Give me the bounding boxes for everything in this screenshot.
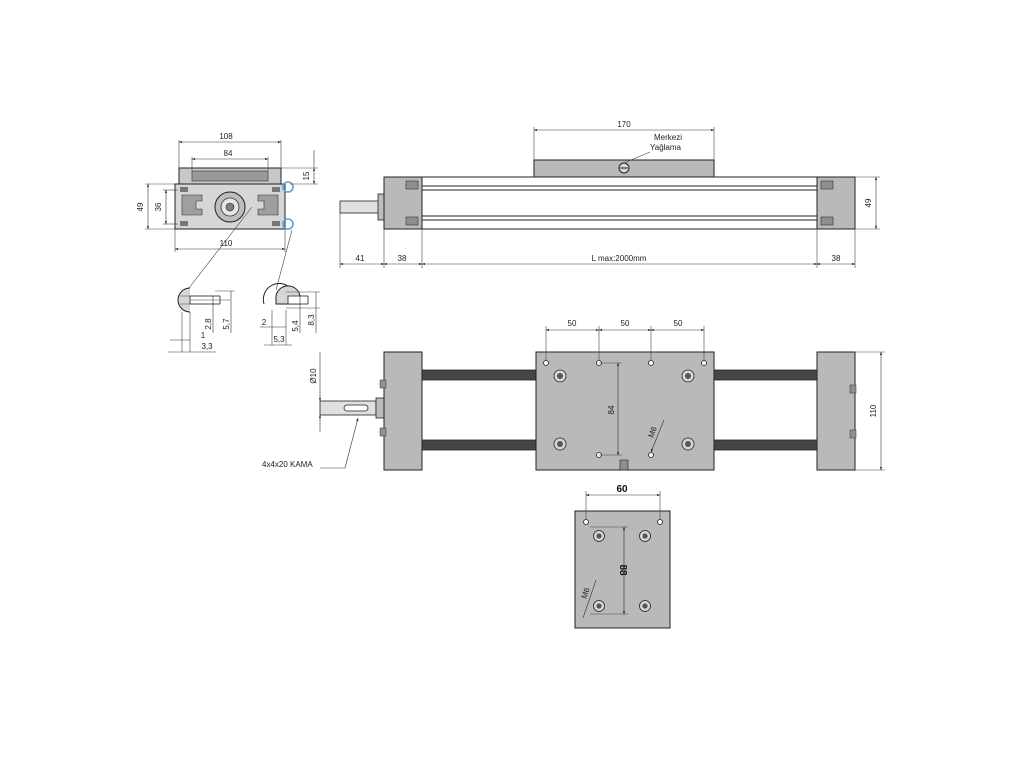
end-view-dim-49: 49	[136, 202, 145, 211]
lubrication-label-line2: Yağlama	[650, 143, 682, 152]
detail-right-2: 2	[262, 318, 267, 327]
detail-left: 2,8 5,7 1 3,3	[168, 287, 235, 353]
side-view-dim-38-right: 38	[832, 254, 841, 263]
plate-view: 60 88 M6	[574, 484, 671, 629]
end-view-dim-36: 36	[154, 202, 163, 211]
end-view-dim-84: 84	[224, 149, 233, 158]
detail-right-8-3: 8,3	[307, 314, 316, 326]
plate-view-dim-60: 60	[616, 484, 628, 495]
detail-left-3-3: 3,3	[201, 342, 213, 351]
end-view-slot-accent-bottom	[282, 218, 294, 230]
top-view-dim-50-a: 50	[568, 319, 577, 328]
side-view-dim-38-left: 38	[398, 254, 407, 263]
top-view: 50 50 50 84 M6 110 Ø10 4x4x20 KAMA	[262, 319, 885, 471]
top-view-end-block-right	[816, 351, 856, 471]
lubrication-label-line1: Merkezi	[654, 133, 682, 142]
plate-view-plate	[574, 510, 671, 629]
plate-view-thread-m6: M6	[580, 586, 592, 600]
end-view-dim-110: 110	[220, 239, 233, 248]
end-view: 108 84 15 49 36 110	[136, 132, 318, 294]
side-view-dim-49: 49	[864, 198, 873, 207]
plate-view-dim-88: 88	[617, 564, 628, 576]
side-view-body	[421, 176, 818, 230]
side-view-dim-170: 170	[617, 120, 631, 129]
top-view-dim-84: 84	[607, 405, 616, 414]
detail-right-5-4: 5,4	[291, 320, 300, 332]
top-view-dim-50-c: 50	[674, 319, 683, 328]
side-view: Merkezi Yağlama 170 49 41 38 L max:2000m…	[339, 120, 880, 268]
top-view-thread-m6: M6	[647, 425, 659, 439]
side-view-shaft	[339, 200, 383, 214]
top-view-key-label: 4x4x20 KAMA	[262, 460, 313, 469]
end-view-slot-accent-top	[282, 181, 294, 193]
top-view-dim-50-b: 50	[621, 319, 630, 328]
top-view-keyway	[343, 404, 369, 412]
detail-left-2-8: 2,8	[204, 318, 213, 330]
side-view-dim-41: 41	[356, 254, 365, 263]
end-view-dim-15: 15	[302, 171, 311, 180]
side-view-length: L max:2000mm	[592, 254, 647, 263]
top-view-end-block-left	[383, 351, 423, 471]
detail-right-5-3: 5,3	[273, 335, 285, 344]
detail-left-5-7: 5,7	[222, 318, 231, 330]
end-view-dim-108: 108	[219, 132, 233, 141]
detail-left-1: 1	[201, 331, 206, 340]
top-view-dim-110: 110	[869, 404, 878, 417]
top-view-shaft-dia: Ø10	[309, 368, 318, 384]
detail-right: 2 5,4 8,3 5,3	[260, 282, 320, 346]
